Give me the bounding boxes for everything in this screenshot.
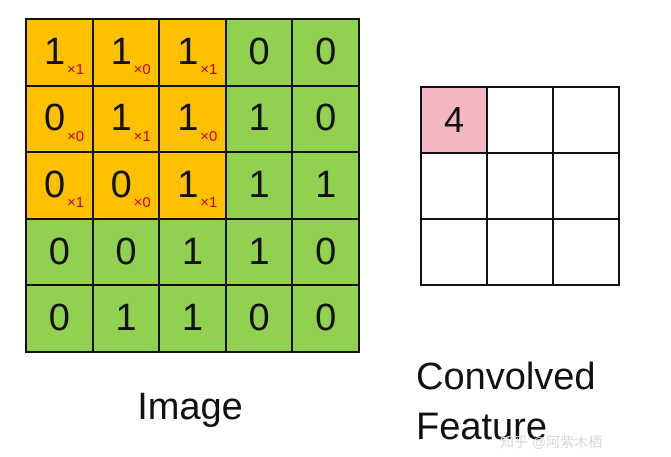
cell-value: 0	[248, 297, 270, 340]
cell-value: 0	[248, 30, 270, 73]
cell-value: 0	[48, 297, 70, 340]
cell-value: 0	[315, 97, 337, 140]
kernel-window-cell: 1×1	[27, 20, 94, 87]
cell-value: 0	[110, 163, 132, 206]
cell-value: 0	[48, 230, 70, 273]
cell-value: 1	[177, 163, 199, 206]
cell-value: 0	[315, 297, 337, 340]
kernel-weight: ×0	[133, 194, 151, 212]
convolved-feature-label: Convolved Feature	[416, 352, 596, 452]
feature-cell-filled: 4	[422, 88, 488, 154]
cell-value: 1	[315, 163, 337, 206]
image-cell: 1	[293, 153, 360, 220]
feature-cell-empty	[554, 154, 620, 220]
kernel-window-cell: 1×1	[160, 20, 227, 87]
kernel-window-cell: 0×0	[93, 153, 161, 220]
image-cell: 1	[226, 153, 294, 220]
image-cell: 0	[293, 219, 360, 287]
kernel-weight: ×0	[200, 127, 218, 145]
image-cell: 1	[226, 86, 294, 154]
kernel-weight: ×1	[200, 61, 218, 78]
cell-value: 0	[115, 230, 137, 273]
image-cell: 0	[226, 20, 294, 87]
image-cell: 0	[27, 286, 94, 353]
cell-value: 1	[181, 297, 204, 340]
image-cell: 0	[293, 286, 360, 353]
cell-value: 1	[110, 97, 132, 140]
convolved-feature-matrix: 4	[420, 86, 620, 286]
feature-cell-empty	[488, 88, 554, 154]
cell-value: 0	[315, 230, 337, 273]
cell-value: 1	[44, 30, 66, 73]
cell-value: 1	[248, 230, 270, 273]
feature-cell-empty	[422, 220, 488, 286]
image-cell: 0	[93, 219, 161, 287]
cell-value: 1	[115, 297, 137, 340]
kernel-weight: ×1	[67, 194, 85, 212]
image-cell: 1	[160, 286, 227, 353]
kernel-window-cell: 1×0	[160, 86, 227, 154]
cell-value: 0	[315, 30, 337, 73]
cell-value: 0	[44, 97, 66, 140]
kernel-window-cell: 1×1	[93, 86, 161, 154]
image-cell: 1	[93, 286, 161, 353]
feature-cell-empty	[554, 88, 620, 154]
convolved-feature-label-line1: Convolved	[416, 356, 596, 398]
cell-value: 1	[177, 30, 199, 73]
kernel-weight: ×1	[200, 194, 218, 212]
kernel-weight: ×0	[133, 61, 151, 78]
image-cell: 1	[160, 219, 227, 287]
kernel-weight: ×1	[67, 61, 85, 78]
convolved-feature-label-line2: Feature	[416, 406, 547, 448]
kernel-window-cell: 1×0	[93, 20, 161, 87]
kernel-window-cell: 0×0	[27, 86, 94, 154]
feature-cell-empty	[422, 154, 488, 220]
kernel-weight: ×1	[133, 127, 151, 145]
cell-value: 1	[248, 97, 270, 140]
image-cell: 0	[27, 219, 94, 287]
kernel-window-cell: 1×1	[160, 153, 227, 220]
cell-value: 1	[110, 30, 132, 73]
cell-value: 1	[177, 97, 199, 140]
cell-value: 1	[248, 163, 270, 206]
image-cell: 1	[226, 219, 294, 287]
cell-value: 1	[181, 230, 204, 273]
watermark: 知乎 @阿紫木栖	[500, 434, 603, 450]
feature-cell-empty	[554, 220, 620, 286]
image-cell: 0	[293, 86, 360, 154]
image-cell: 0	[293, 20, 360, 87]
image-label: Image	[137, 386, 243, 428]
feature-cell-empty	[488, 154, 554, 220]
cell-value: 0	[44, 163, 66, 206]
kernel-weight: ×0	[67, 127, 85, 145]
image-cell: 0	[226, 286, 294, 353]
kernel-window-cell: 0×1	[27, 153, 94, 220]
feature-cell-empty	[488, 220, 554, 286]
